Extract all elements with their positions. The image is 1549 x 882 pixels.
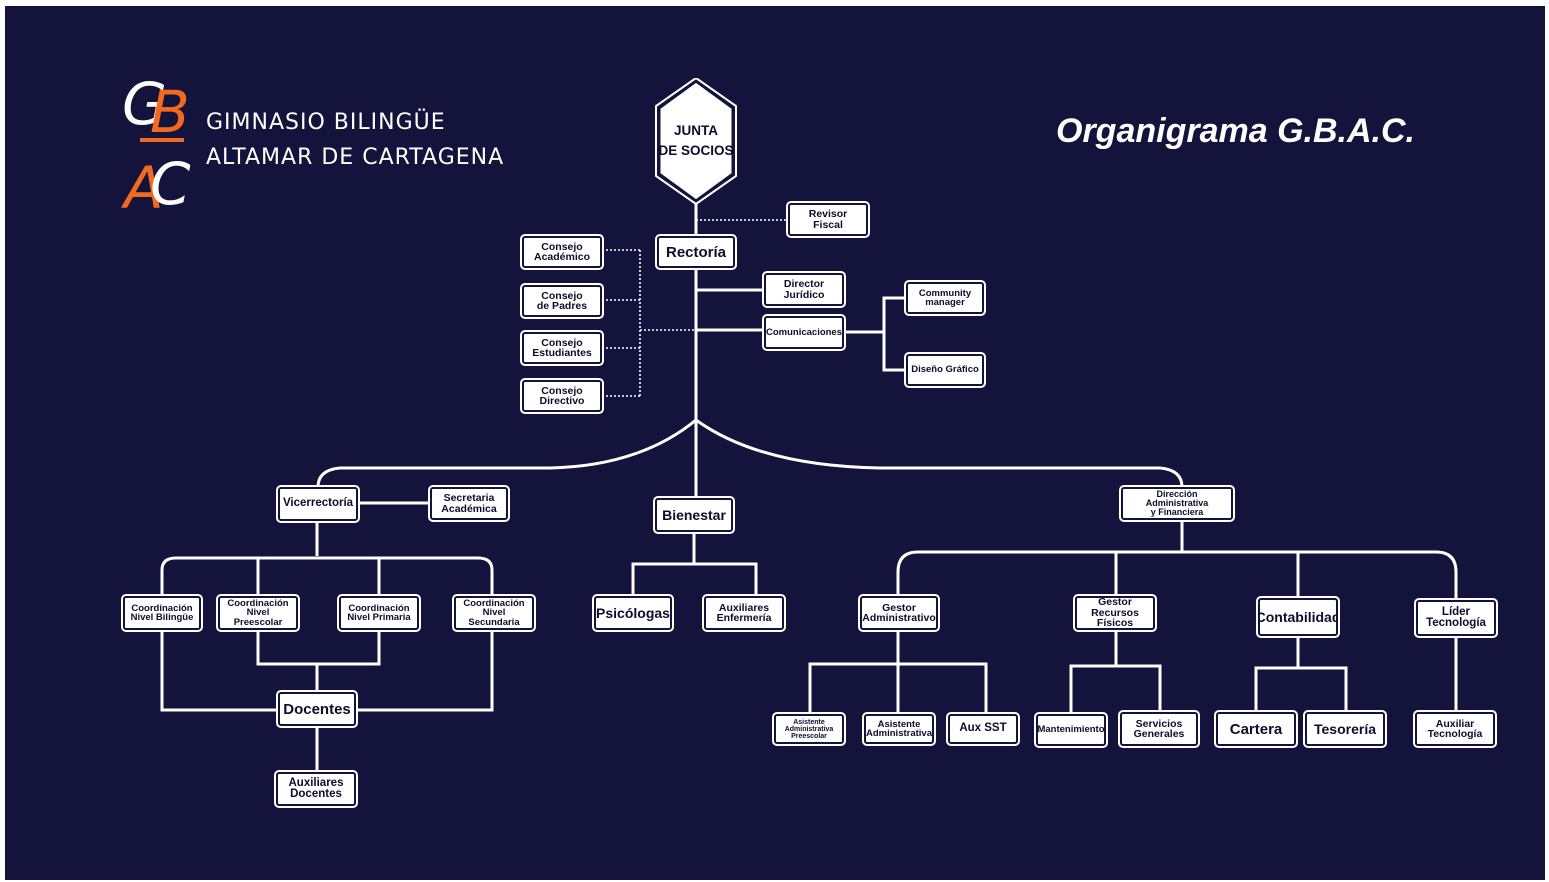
node-coord-primaria: Coordinación Nivel Primaria [337,594,421,632]
node-contabilidad: Contabilidad [1256,596,1340,638]
gbac-logo-icon: G B A C [120,70,191,222]
node-consejo-academico: Consejo Académico [520,234,604,270]
node-auxiliares-enfermeria: Auxiliares Enfermería [702,594,786,632]
chart-title: Organigrama G.B.A.C. [1056,112,1415,150]
node-consejo-estudiantes: Consejo Estudiantes [520,330,604,366]
svg-text:G: G [122,70,167,138]
node-consejo-padres: Consejo de Padres [520,283,604,319]
school-name-line1: GIMNASIO BILINGÜE [206,110,446,135]
node-cartera: Cartera [1214,710,1298,748]
node-auxiliar-tecnologia: Auxiliar Tecnología [1413,710,1497,748]
svg-text:C: C [150,150,191,218]
node-revisor-fiscal: Revisor Fiscal [786,201,870,238]
node-bienestar: Bienestar [653,496,735,534]
node-coord-preescolar: Coordinación Nivel Preescolar [216,594,300,632]
node-psicologas: Psicólogas [592,594,674,632]
node-gestor-recursos: Gestor Recursos Físicos [1073,594,1157,632]
node-tesoreria: Tesorería [1303,710,1387,748]
svg-text:A: A [120,154,164,222]
node-servicios-generales: Servicios Generales [1118,710,1200,748]
node-auxiliares-docentes: Auxiliares Docentes [274,770,358,808]
node-secretaria-academica: Secretaria Académica [428,485,510,522]
node-comunicaciones: Comunicaciones [762,314,846,351]
node-consejo-directivo: Consejo Directivo [520,378,604,414]
node-asistente-preescolar: Asistente Administrativa Preescolar [772,712,846,746]
node-mantenimiento: Mantenimiento [1034,712,1108,748]
node-docentes: Docentes [276,690,358,728]
svg-text:B: B [150,78,190,146]
node-diseno-grafico: Diseño Gráfico [904,352,986,388]
school-name-line2: ALTAMAR DE CARTAGENA [206,145,505,170]
node-asistente-administrativa: Asistente Administrativa [862,712,936,746]
node-aux-sst: Aux SST [946,712,1020,746]
node-lider-tecnologia: Líder Tecnología [1414,598,1498,638]
node-gestor-administrativo: Gestor Administrativo [858,594,940,632]
junta-hexagon [655,78,737,204]
node-rectoria: Rectoría [655,234,737,270]
node-vicerrectoria: Vicerrectoría [276,485,360,523]
node-coord-secundaria: Coordinación Nivel Secundaria [452,594,536,632]
node-junta-socios: JUNTA DE SOCIOS [658,123,734,158]
node-coord-bilingue: Coordinación Nivel Bilingüe [121,594,203,632]
node-direccion-administrativa: Dirección Administrativa y Financiera [1119,485,1235,522]
node-community-manager: Community manager [904,280,986,316]
node-director-juridico: Director Jurídico [762,271,846,308]
